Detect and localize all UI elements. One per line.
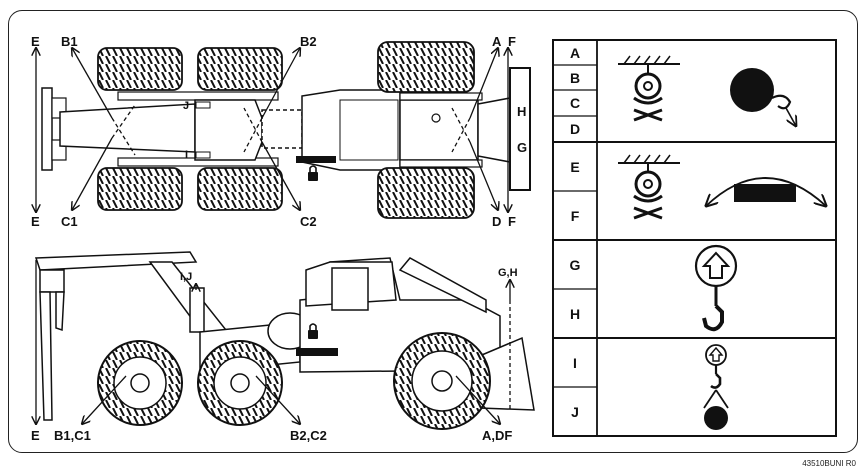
label-ij: I,J xyxy=(180,271,192,283)
key-d: D xyxy=(570,121,580,137)
label-b2: B2 xyxy=(300,34,317,49)
diagram-frame xyxy=(8,10,858,453)
tie-down-arrows-top xyxy=(36,48,508,212)
labels-side-view: I,J G,H E B1,C1 B2,C2 A,DF xyxy=(31,267,518,443)
label-i-top: I xyxy=(185,149,188,161)
label-j-top: J xyxy=(183,100,189,112)
tires-top-view xyxy=(97,41,475,219)
tie-down-arrows-side xyxy=(36,260,510,424)
label-g-top: G xyxy=(517,140,527,155)
tie-down-chain-icon xyxy=(618,55,796,126)
label-d: D xyxy=(492,214,501,229)
label-adf: A,DF xyxy=(482,428,512,443)
document-code: 43510BUNI R0 xyxy=(802,459,856,468)
label-a: A xyxy=(492,34,502,49)
lock-icon xyxy=(308,165,318,181)
key-b: B xyxy=(570,70,580,86)
label-b1: B1 xyxy=(61,34,78,49)
lift-hook-icon xyxy=(694,244,738,332)
label-c1: C1 xyxy=(61,214,78,229)
side-band xyxy=(296,348,338,356)
lock-icon-side xyxy=(308,323,318,339)
wheels-side-view xyxy=(97,332,491,430)
machine-top-view xyxy=(41,67,531,191)
legend-table: A B C D E F G H I J xyxy=(552,39,837,437)
key-e: E xyxy=(570,159,579,175)
key-a: A xyxy=(570,45,580,61)
key-i: I xyxy=(573,355,577,371)
label-e-side: E xyxy=(31,428,40,443)
label-f-bottom: F xyxy=(508,214,516,229)
label-gh: G,H xyxy=(498,267,518,279)
label-e-top: E xyxy=(31,34,40,49)
key-g: G xyxy=(570,257,581,273)
label-b1c1: B1,C1 xyxy=(54,428,91,443)
label-b2c2: B2,C2 xyxy=(290,428,327,443)
key-h: H xyxy=(570,306,580,322)
lift-weight-icon xyxy=(703,344,729,430)
label-c2: C2 xyxy=(300,214,317,229)
key-j: J xyxy=(571,404,579,420)
labels-top-view: E B1 B2 A F E C1 C2 D F J I H G xyxy=(31,34,527,229)
tie-down-arch-icon xyxy=(618,154,826,220)
key-c: C xyxy=(570,95,580,111)
label-h-top: H xyxy=(517,104,526,119)
label-e-bottom: E xyxy=(31,214,40,229)
key-f: F xyxy=(571,208,580,224)
label-f-top: F xyxy=(508,34,516,49)
